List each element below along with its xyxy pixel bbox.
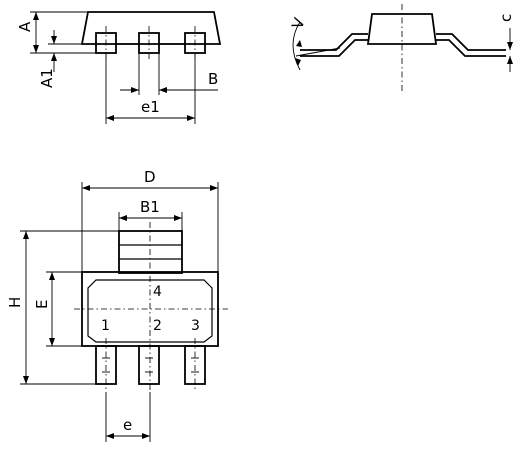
label-e1: e1 — [141, 98, 160, 116]
label-H: H — [6, 297, 24, 308]
label-A: A — [16, 21, 34, 32]
profile-lead-left — [300, 33, 368, 51]
profile-lead-right — [436, 33, 506, 51]
tab-pin-4 — [118, 230, 183, 274]
label-D: D — [144, 168, 156, 186]
label-B: B — [208, 70, 218, 88]
label-c: c — [497, 14, 515, 22]
label-A1: A1 — [38, 68, 56, 88]
pin-label-4: 4 — [153, 284, 162, 300]
pin-label-1: 1 — [101, 318, 110, 334]
top-view — [20, 182, 228, 442]
label-V: V — [288, 15, 309, 31]
side-body — [80, 11, 222, 45]
profile-body — [366, 13, 438, 45]
label-B1: B1 — [140, 198, 160, 216]
side-view-profile — [292, 4, 513, 92]
side-view-front — [30, 11, 222, 124]
pin-label-3: 3 — [191, 318, 200, 334]
label-e: e — [123, 416, 132, 434]
top-lead-2 — [138, 345, 160, 385]
pin-label-2: 2 — [153, 318, 162, 334]
label-E: E — [33, 300, 51, 309]
